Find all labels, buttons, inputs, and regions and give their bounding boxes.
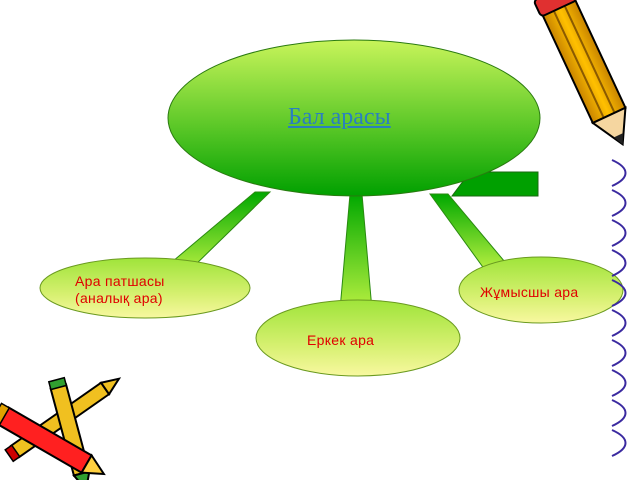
pencil-icon — [533, 0, 627, 147]
node-worker — [458, 256, 624, 324]
diagram-title: Бал арасы — [288, 104, 391, 130]
node-queen-line2: (аналық ара) — [75, 290, 163, 306]
connector-worker — [429, 193, 512, 271]
connector-drone — [339, 193, 373, 311]
crayons-icon — [0, 376, 122, 480]
node-worker-label: Жұмысшы ара — [480, 284, 579, 300]
node-drone-label: Еркек ара — [307, 332, 375, 348]
node-queen-label: Ара патшасы (аналық ара) — [75, 273, 165, 307]
node-queen-line1: Ара патшасы — [75, 273, 165, 289]
node-queen — [39, 257, 251, 319]
spiral-binding — [611, 159, 627, 457]
title-bubble — [167, 39, 541, 197]
title-ellipse — [167, 39, 541, 197]
node-drone — [255, 299, 461, 377]
connectors — [158, 191, 512, 311]
